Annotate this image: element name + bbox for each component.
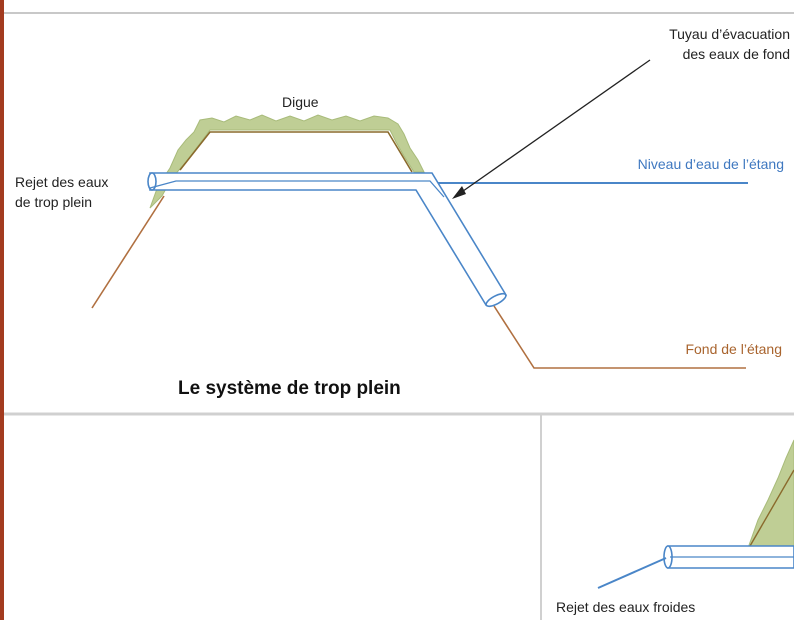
pipe-pointer-arrow bbox=[455, 59, 651, 197]
water-level-label: Niveau d’eau de l’étang bbox=[637, 156, 784, 172]
cold-discharge-jet bbox=[597, 557, 667, 589]
bottom-dike-slope bbox=[749, 469, 794, 547]
overflow-label-line2: de trop plein bbox=[15, 194, 93, 210]
pipe-label-line1: Tuyau d’évacuation bbox=[669, 26, 790, 42]
left-bank-slope bbox=[91, 195, 165, 309]
pipe-bottom-opening bbox=[485, 292, 507, 308]
pond-bottom-label: Fond de l’étang bbox=[685, 341, 782, 357]
dike-label: Digue bbox=[282, 94, 319, 110]
left-frame-strip bbox=[0, 0, 4, 620]
diagram-caption: Le système de trop plein bbox=[178, 378, 401, 399]
pond-bottom-line bbox=[493, 305, 746, 369]
pipe-pointer-arrowhead bbox=[452, 186, 466, 199]
pipe-label-line2: des eaux de fond bbox=[682, 46, 790, 62]
dike-grass bbox=[149, 114, 425, 209]
overflow-pipe bbox=[149, 172, 508, 307]
cold-discharge-label: Rejet des eaux froides bbox=[556, 599, 696, 615]
pipe-flow-line bbox=[149, 180, 445, 198]
pipe-left-opening bbox=[147, 172, 157, 191]
dike-outline bbox=[179, 131, 413, 173]
overflow-label-line1: Rejet des eaux bbox=[15, 174, 109, 190]
bottom-dike-grass bbox=[747, 439, 794, 549]
